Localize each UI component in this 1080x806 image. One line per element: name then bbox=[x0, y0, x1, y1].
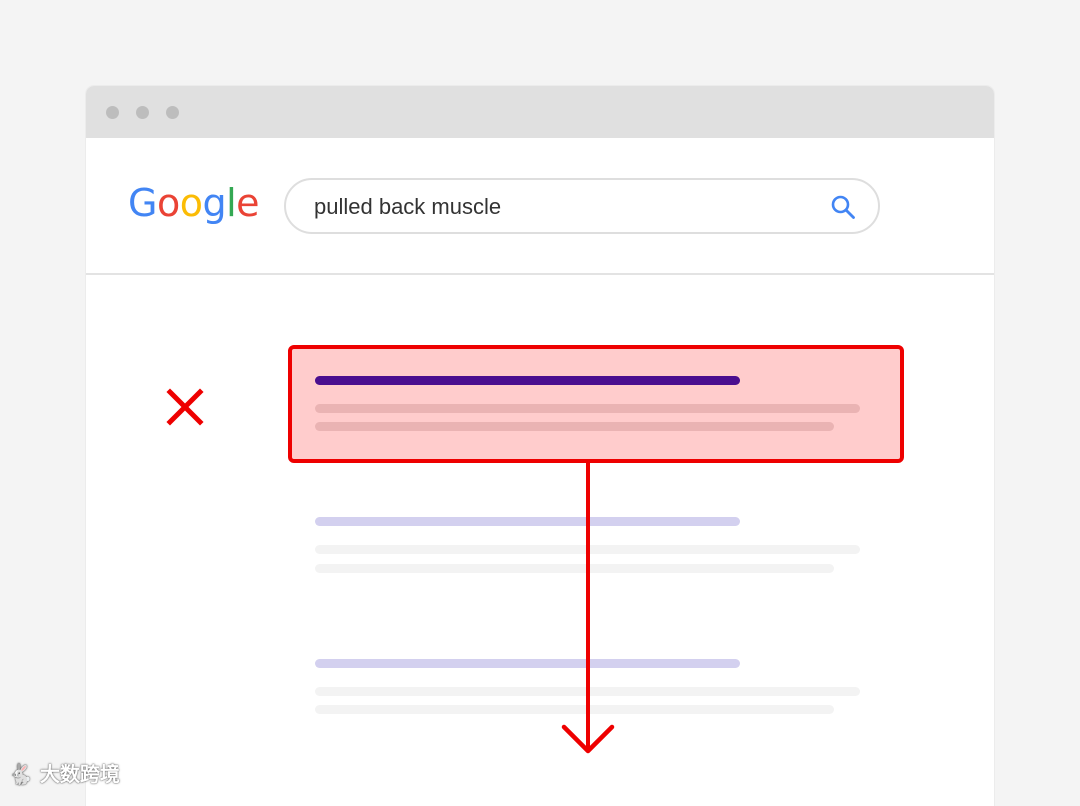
logo-letter: g bbox=[202, 181, 227, 225]
x-icon bbox=[166, 388, 204, 426]
result-1-snippet-line bbox=[315, 404, 860, 413]
search-box[interactable]: pulled back muscle bbox=[284, 178, 880, 234]
logo-letter: e bbox=[236, 181, 260, 225]
search-input[interactable]: pulled back muscle bbox=[314, 194, 502, 219]
search-header: Google pulled back muscle bbox=[86, 138, 994, 275]
search-results bbox=[86, 275, 994, 806]
browser-window: Google pulled back muscle bbox=[86, 86, 994, 806]
result-2-snippet-line bbox=[315, 564, 834, 573]
watermark-text: 大数跨境 bbox=[39, 762, 120, 786]
window-minimize-dot[interactable] bbox=[136, 106, 149, 119]
search-icon[interactable] bbox=[830, 194, 856, 220]
result-1-snippet-line bbox=[315, 422, 834, 431]
google-logo[interactable]: Google bbox=[128, 181, 260, 225]
logo-letter: G bbox=[128, 181, 157, 225]
window-close-dot[interactable] bbox=[106, 106, 119, 119]
result-1-title[interactable] bbox=[315, 376, 740, 385]
logo-letter: o bbox=[156, 181, 180, 225]
arrow-down-icon bbox=[561, 461, 615, 754]
logo-letter: l bbox=[226, 181, 237, 225]
result-3-snippet-line bbox=[315, 705, 834, 714]
watermark-logo-icon: 🐇 bbox=[8, 762, 40, 786]
result-3-title[interactable] bbox=[315, 659, 740, 668]
browser-titlebar bbox=[86, 86, 994, 138]
window-maximize-dot[interactable] bbox=[166, 106, 179, 119]
result-2-title[interactable] bbox=[315, 517, 740, 526]
watermark: 🐇 大数跨境 bbox=[8, 758, 120, 787]
logo-letter: o bbox=[179, 181, 203, 225]
